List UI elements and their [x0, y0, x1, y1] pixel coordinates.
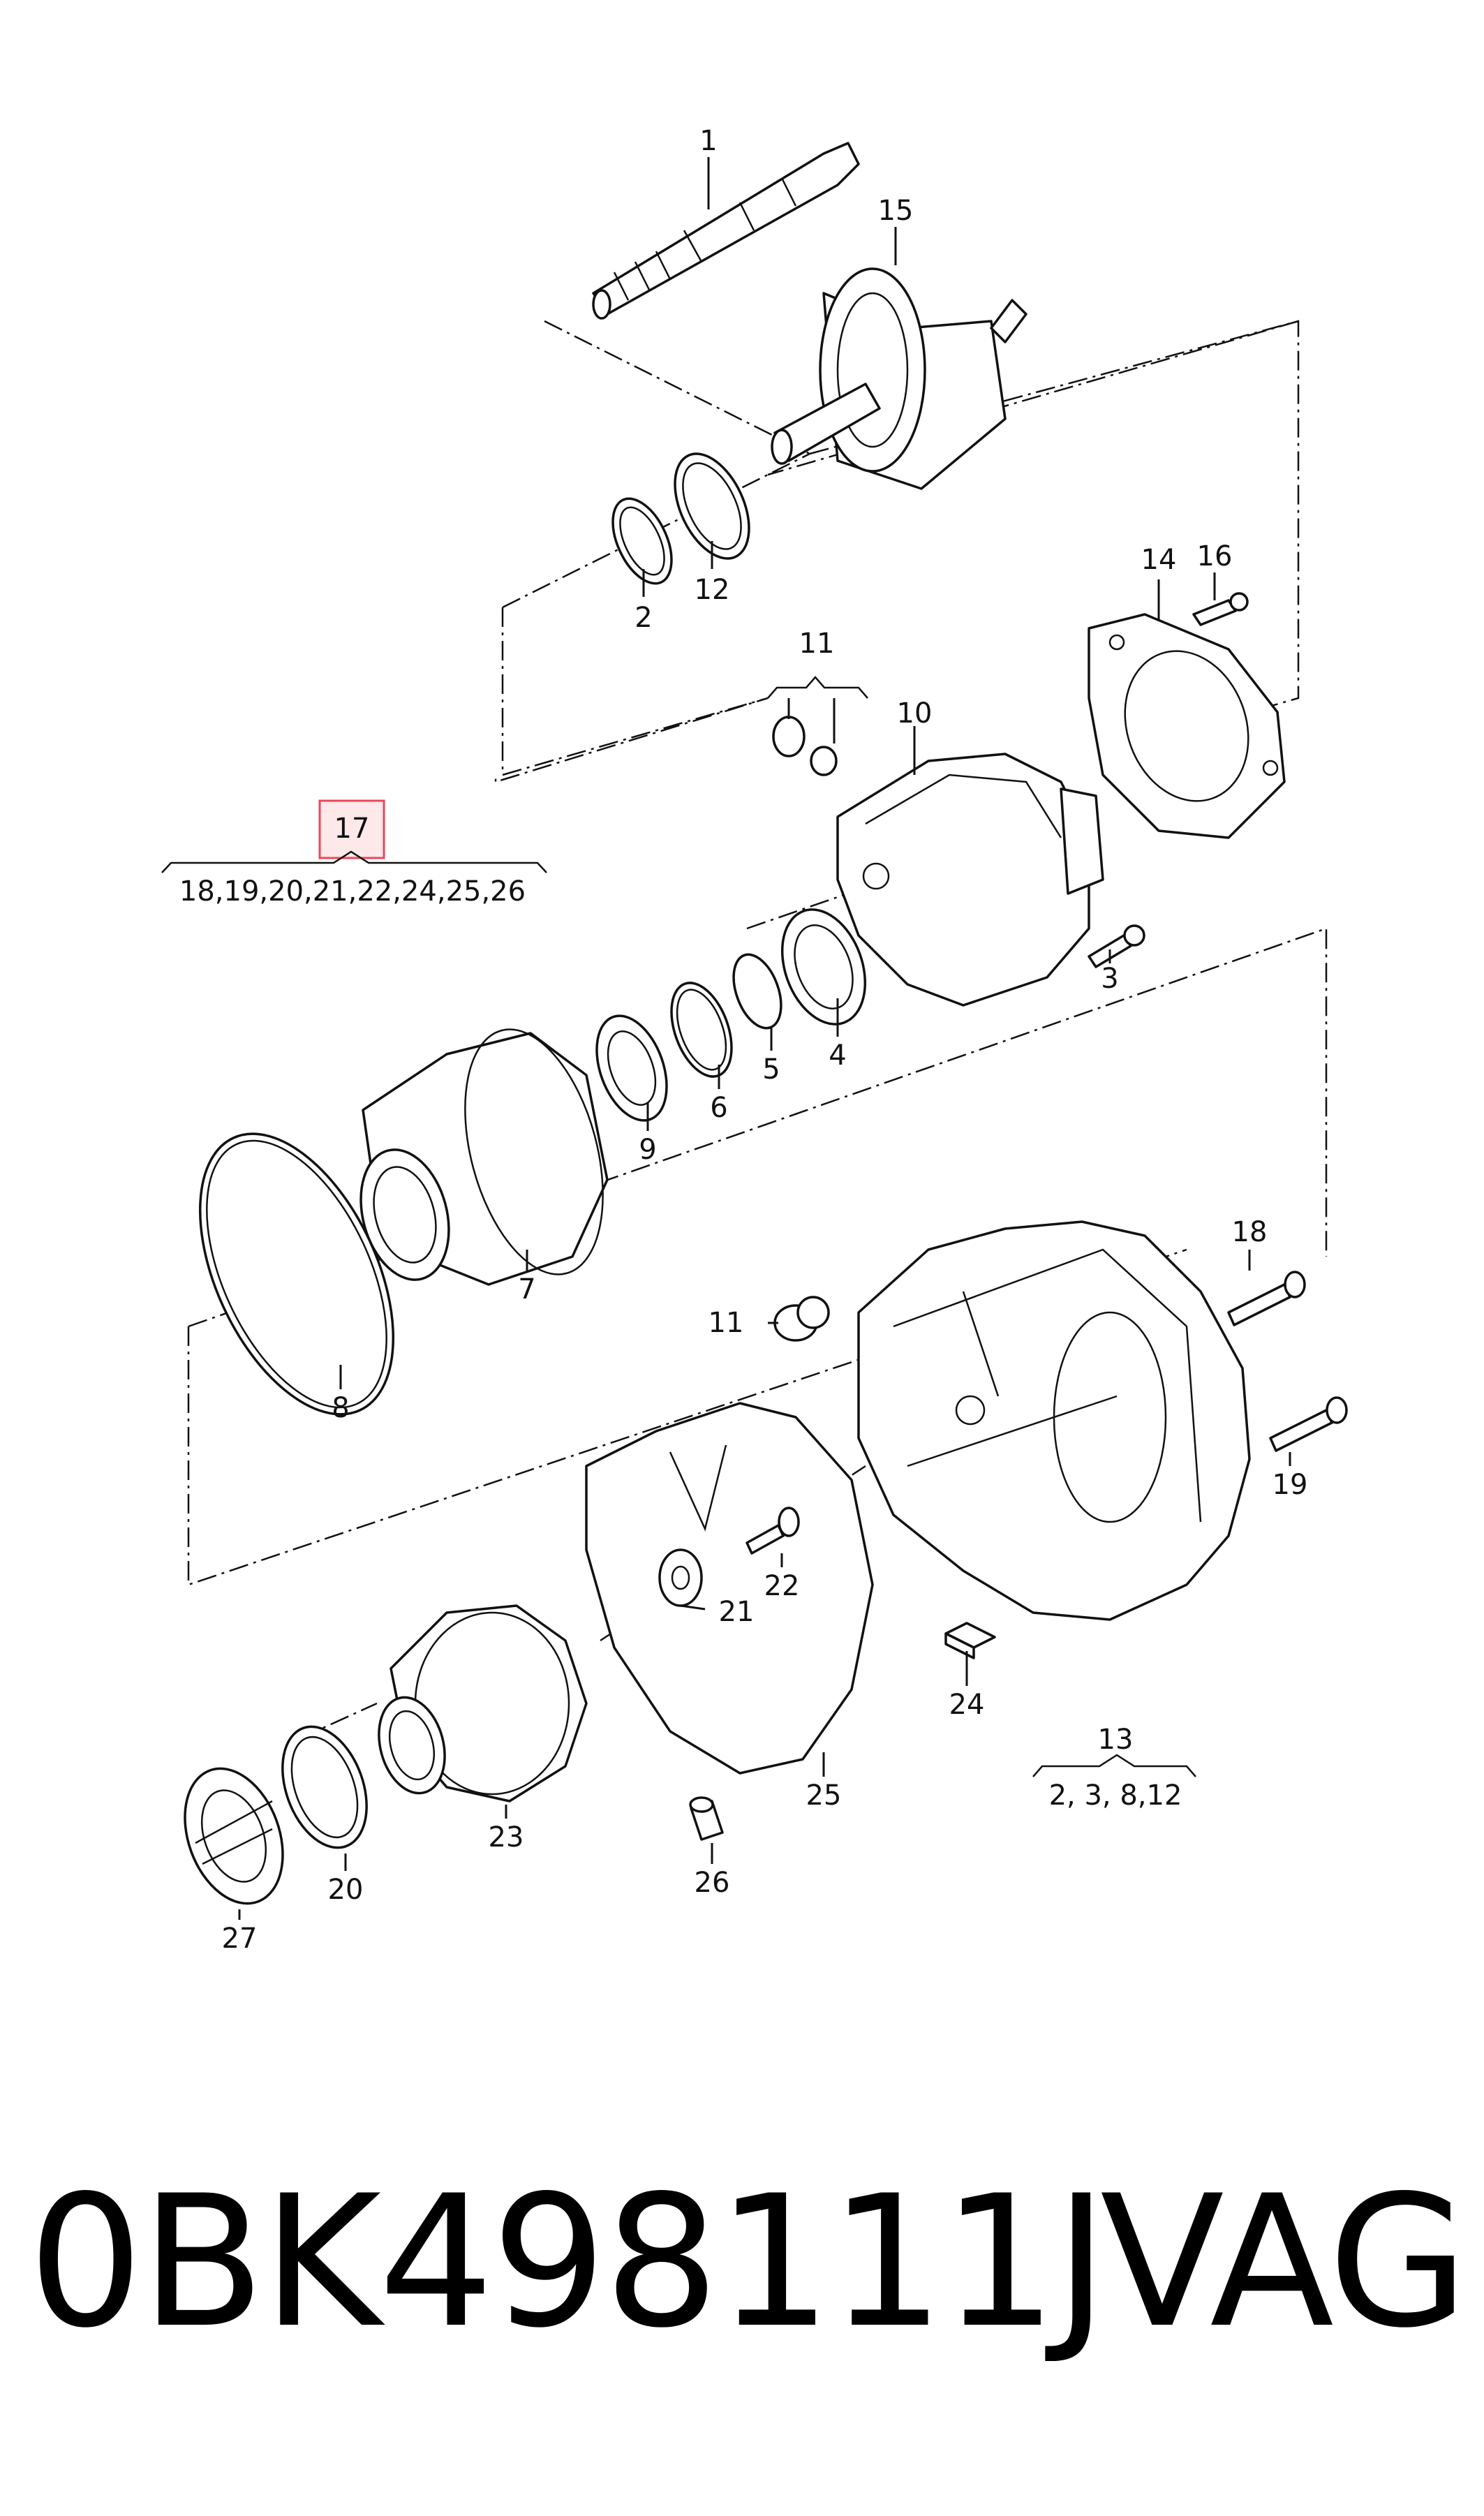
footer: 0BK498111J VAG	[28, 2157, 1469, 2395]
callout-24: 24	[949, 1689, 985, 1721]
part-11-plug-lower	[773, 1296, 830, 1342]
part-5-ring	[732, 953, 782, 1030]
part-16-bolt	[1192, 592, 1249, 626]
callout-12: 12	[695, 574, 730, 606]
callout-11-lower: 11	[708, 1307, 744, 1339]
callout-26: 26	[695, 1867, 730, 1899]
part-9-bearing	[595, 1014, 668, 1122]
callout-6: 6	[710, 1092, 727, 1124]
group-11-bracket	[767, 676, 868, 743]
group-17-highlight-box	[318, 799, 385, 859]
part-27-bearing	[184, 1767, 284, 1905]
callout-labels: 1 15 2 12 14 16 11 10 3 4 5 6 9 7 8 11 1…	[179, 125, 1308, 1955]
callout-15: 15	[878, 195, 914, 227]
callout-20: 20	[328, 1874, 364, 1906]
part-1-shaft	[592, 142, 860, 320]
group-13-bracket	[1032, 1754, 1196, 1777]
callout-27: 27	[222, 1923, 258, 1955]
callout-9: 9	[639, 1134, 656, 1166]
callout-10: 10	[897, 697, 933, 730]
part-15-drum	[771, 267, 1027, 490]
part-23-gear	[378, 1604, 588, 1803]
group-17-members: 18,19,20,21,22,24,25,26	[179, 875, 526, 908]
group-17-bracket	[161, 799, 547, 873]
transfer-case-housing	[857, 1220, 1251, 1621]
callout-18: 18	[1232, 1216, 1268, 1248]
part-19-bolt	[1269, 1396, 1348, 1452]
callout-4: 4	[829, 1039, 846, 1072]
brand-name: VAG	[1100, 2157, 1469, 2368]
part-7-drum	[359, 1028, 609, 1286]
part-3-bolt	[1088, 924, 1145, 968]
group-17-label: 17	[334, 813, 370, 845]
callout-7: 7	[518, 1273, 535, 1305]
callout-19: 19	[1272, 1469, 1308, 1501]
callout-2: 2	[635, 602, 652, 634]
callout-25: 25	[806, 1779, 842, 1812]
part-18-bolt	[1227, 1271, 1306, 1326]
part-8-oring	[198, 1132, 395, 1416]
callout-1: 1	[699, 125, 717, 157]
part-number: 0BK498111J	[28, 2157, 1108, 2368]
part-22-bolt	[745, 1507, 800, 1555]
part-14-flange	[1088, 613, 1286, 839]
callout-16: 16	[1197, 540, 1233, 572]
callout-5: 5	[762, 1053, 780, 1086]
callout-21: 21	[719, 1596, 755, 1628]
part-11-plug-upper	[772, 716, 838, 776]
part-26-dowel	[689, 1796, 724, 1841]
callout-3: 3	[1101, 963, 1118, 995]
part-6-ring	[670, 982, 733, 1078]
part-12-ring	[674, 452, 750, 560]
part-25-cover	[585, 1402, 874, 1775]
leader-lines	[238, 157, 1291, 1920]
callout-11-upper: 11	[799, 628, 835, 660]
group-13-members: 2, 3, 8,12	[1049, 1779, 1182, 1812]
callout-8: 8	[332, 1392, 349, 1424]
part-24-key	[944, 1622, 996, 1659]
part-2-ring	[611, 497, 673, 585]
callout-22: 22	[764, 1570, 800, 1602]
part-20-ring	[281, 1725, 368, 1849]
callout-14: 14	[1141, 544, 1177, 576]
part-10-housing	[836, 753, 1104, 1007]
callout-23: 23	[489, 1821, 524, 1853]
group-13-label: 13	[1098, 1724, 1134, 1756]
